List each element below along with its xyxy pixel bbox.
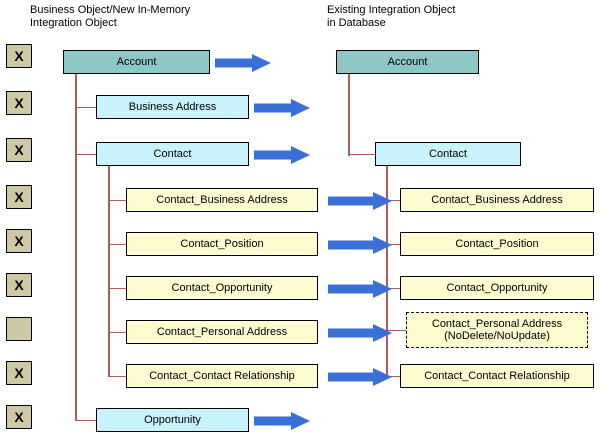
connector-trunk-right-contact (386, 154, 388, 378)
connector-stub-ccr (108, 376, 128, 377)
marker-opportunity[interactable]: X (6, 405, 32, 429)
marker-contact-opportunity[interactable]: X (6, 273, 32, 297)
arrow-contact-business-address (328, 192, 392, 210)
left-opportunity[interactable]: Opportunity (96, 408, 249, 432)
marker-business-address[interactable]: X (6, 91, 32, 115)
arrow-account (215, 54, 271, 72)
arrow-opportunity (254, 412, 310, 430)
connector-stub-contact (75, 154, 98, 155)
right-column-header: Existing Integration Object in Database (327, 4, 456, 29)
right-contact-contact-relationship[interactable]: Contact_Contact Relationship (400, 364, 594, 388)
arrow-contact-position (328, 236, 392, 254)
connector-trunk-contact (108, 154, 110, 376)
connector-trunk-left (75, 62, 77, 420)
right-contact[interactable]: Contact (375, 142, 521, 166)
connector-stub-right-cpa (386, 330, 408, 331)
connector-stub-right-copp (386, 288, 402, 289)
connector-stub-right-contact (348, 154, 376, 155)
left-contact-position[interactable]: Contact_Position (126, 232, 318, 256)
left-contact-opportunity[interactable]: Contact_Opportunity (126, 276, 318, 300)
connector-stub-cpos (108, 244, 128, 245)
arrow-business-address (254, 99, 310, 117)
connector-stub-copp (108, 288, 128, 289)
left-contact-contact-relationship[interactable]: Contact_Contact Relationship (126, 364, 318, 388)
arrow-contact-contact-relationship (328, 368, 392, 386)
left-contact-business-address[interactable]: Contact_Business Address (126, 188, 318, 212)
right-contact-position[interactable]: Contact_Position (400, 232, 594, 256)
connector-stub-opp (75, 420, 98, 421)
right-contact-business-address[interactable]: Contact_Business Address (400, 188, 594, 212)
connector-trunk-right (348, 62, 350, 156)
connector-stub-ba (75, 107, 98, 108)
right-contact-opportunity[interactable]: Contact_Opportunity (400, 276, 594, 300)
marker-contact-business-address[interactable]: X (6, 185, 32, 209)
marker-contact-contact-relationship[interactable]: X (6, 361, 32, 385)
marker-contact[interactable]: X (6, 138, 32, 162)
connector-stub-right-ccr (386, 376, 402, 377)
left-business-address[interactable]: Business Address (96, 95, 249, 119)
arrow-contact-opportunity (328, 280, 392, 298)
left-contact-personal-address[interactable]: Contact_Personal Address (126, 320, 318, 344)
right-account[interactable]: Account (336, 50, 479, 74)
marker-contact-position[interactable]: X (6, 229, 32, 253)
left-account[interactable]: Account (63, 50, 210, 74)
connector-stub-right-cba (386, 200, 402, 201)
left-contact[interactable]: Contact (96, 142, 249, 166)
marker-account[interactable]: X (6, 44, 32, 68)
connector-stub-cba (108, 200, 128, 201)
connector-stub-right-cpos (386, 244, 402, 245)
right-contact-personal-address[interactable]: Contact_Personal Address (NoDelete/NoUpd… (406, 312, 588, 348)
arrow-contact-personal-address (328, 324, 392, 342)
marker-contact-personal-address[interactable] (6, 317, 32, 341)
arrow-contact (254, 146, 310, 164)
left-column-header: Business Object/New In-Memory Integratio… (30, 4, 191, 29)
connector-stub-cpa (108, 332, 128, 333)
